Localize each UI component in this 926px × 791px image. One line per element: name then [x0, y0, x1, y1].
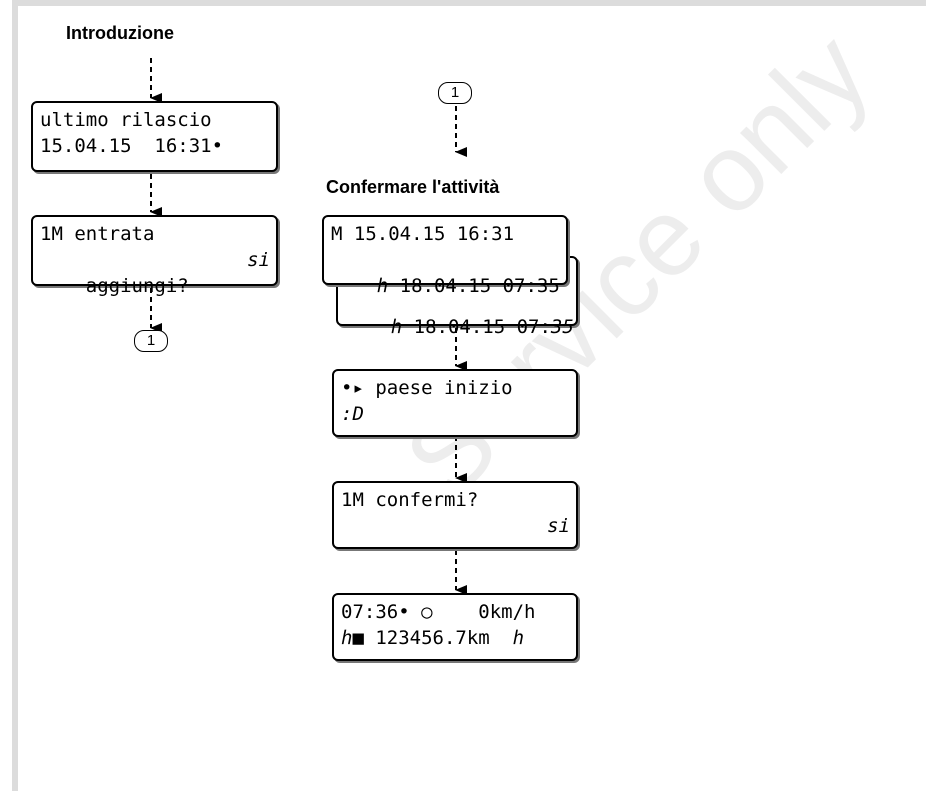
- display-line1: 1M confermi?: [341, 489, 479, 511]
- display-line2-italic: 35: [550, 316, 574, 338]
- display-line2-row: aggiungi? si: [40, 247, 270, 297]
- display-line1: M 15.04.15 16:31: [331, 223, 515, 245]
- display-line1: 07:36• ○ 0km/h: [341, 601, 536, 623]
- display-line2: :D: [341, 403, 364, 425]
- display-value: si: [247, 249, 270, 271]
- hand-icon: ℎ: [376, 275, 389, 297]
- display-line2: ℎ 18.04.15 07:: [390, 316, 551, 338]
- display-line2-row: ℎ 18.04.15 07:35: [331, 247, 560, 297]
- heading-confermare-attivita: Confermare l'attività: [326, 177, 500, 197]
- display-line1: 1M entrata: [40, 223, 155, 245]
- display-paese-inizio: •▸ paese inizio :D: [332, 369, 578, 437]
- frame-left-border: [12, 0, 18, 791]
- display-value: si: [547, 515, 570, 537]
- display-entrata-aggiungi: 1M entrata aggiungi? si: [31, 215, 278, 297]
- display-standard: 07:36• ○ 0km/h ℎ■ 123456.7km ℎ: [332, 593, 578, 661]
- connector-circle-1-top: 1: [438, 82, 472, 104]
- display-attivita-front: M 15.04.15 16:31 ℎ 18.04.15 07:35: [322, 215, 568, 297]
- display-line2: 15.04.15 16:31•: [40, 135, 224, 157]
- frame-top-border: [12, 0, 926, 6]
- display-line2: ℎ■ 123456.7km ℎ: [341, 627, 525, 649]
- display-line2: aggiungi?: [85, 275, 189, 297]
- display-ultimo-rilascio: ultimo rilascio 15.04.15 16:31•: [31, 101, 278, 172]
- display-line2-row: ℎ 18.04.15 07:35: [345, 288, 574, 338]
- heading-introduzione: Introduzione: [66, 23, 174, 43]
- display-line1: ultimo rilascio: [40, 109, 212, 131]
- display-line2-row: si: [341, 513, 570, 539]
- connector-circle-1-bottom: 1: [134, 330, 168, 352]
- display-line2: 18.04.15 07:35: [388, 275, 560, 297]
- display-line1: •▸ paese inizio: [341, 377, 513, 399]
- display-confermi: 1M confermi? si: [332, 481, 578, 549]
